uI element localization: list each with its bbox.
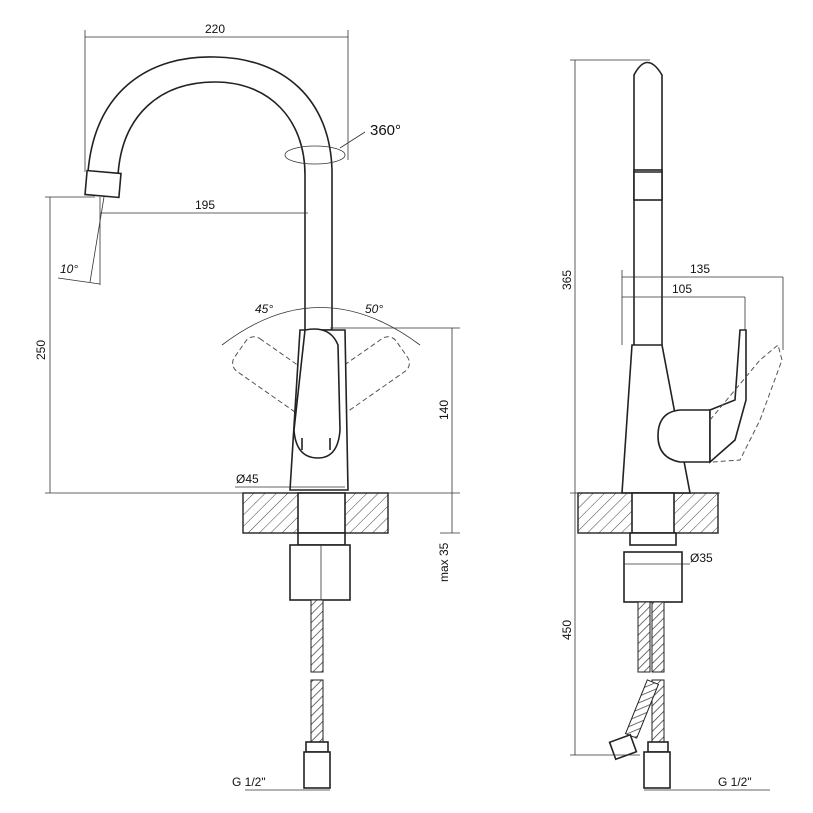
mounting-nut-side	[623, 551, 683, 603]
shank-diameter: Ø35	[690, 551, 713, 565]
dim-width: 220	[205, 22, 225, 36]
hose	[310, 599, 324, 673]
front-view: 220 360° 195 10° 250 45° 50° 140	[34, 22, 460, 791]
dim-height: 250	[34, 340, 48, 360]
spout	[87, 56, 333, 331]
dim-lever-depth: 105	[672, 282, 692, 296]
max-thickness: max 35	[437, 542, 451, 582]
lever-handle-side	[709, 329, 747, 464]
rotation-label: 360°	[370, 122, 401, 139]
dim-reach: 195	[195, 198, 215, 212]
spout-side	[633, 61, 663, 345]
lever-handle	[293, 328, 341, 459]
mounting-nut	[289, 544, 351, 601]
base-diameter: Ø45	[236, 472, 259, 486]
dim-height-side: 365	[560, 270, 574, 290]
hose-length: 450	[560, 620, 574, 640]
dim-lever-height: 140	[437, 400, 451, 420]
side-view: 365 135 105 Ø35 450 G 1/2"	[560, 59, 784, 791]
lever-right-angle: 50°	[365, 302, 383, 316]
dim-depth: 135	[690, 262, 710, 276]
lever-left-angle: 45°	[255, 302, 273, 316]
thread-label: G 1/2"	[232, 775, 266, 789]
spout-angle: 10°	[60, 262, 78, 276]
spout-aerator	[84, 169, 122, 199]
thread-label-side: G 1/2"	[718, 775, 752, 789]
